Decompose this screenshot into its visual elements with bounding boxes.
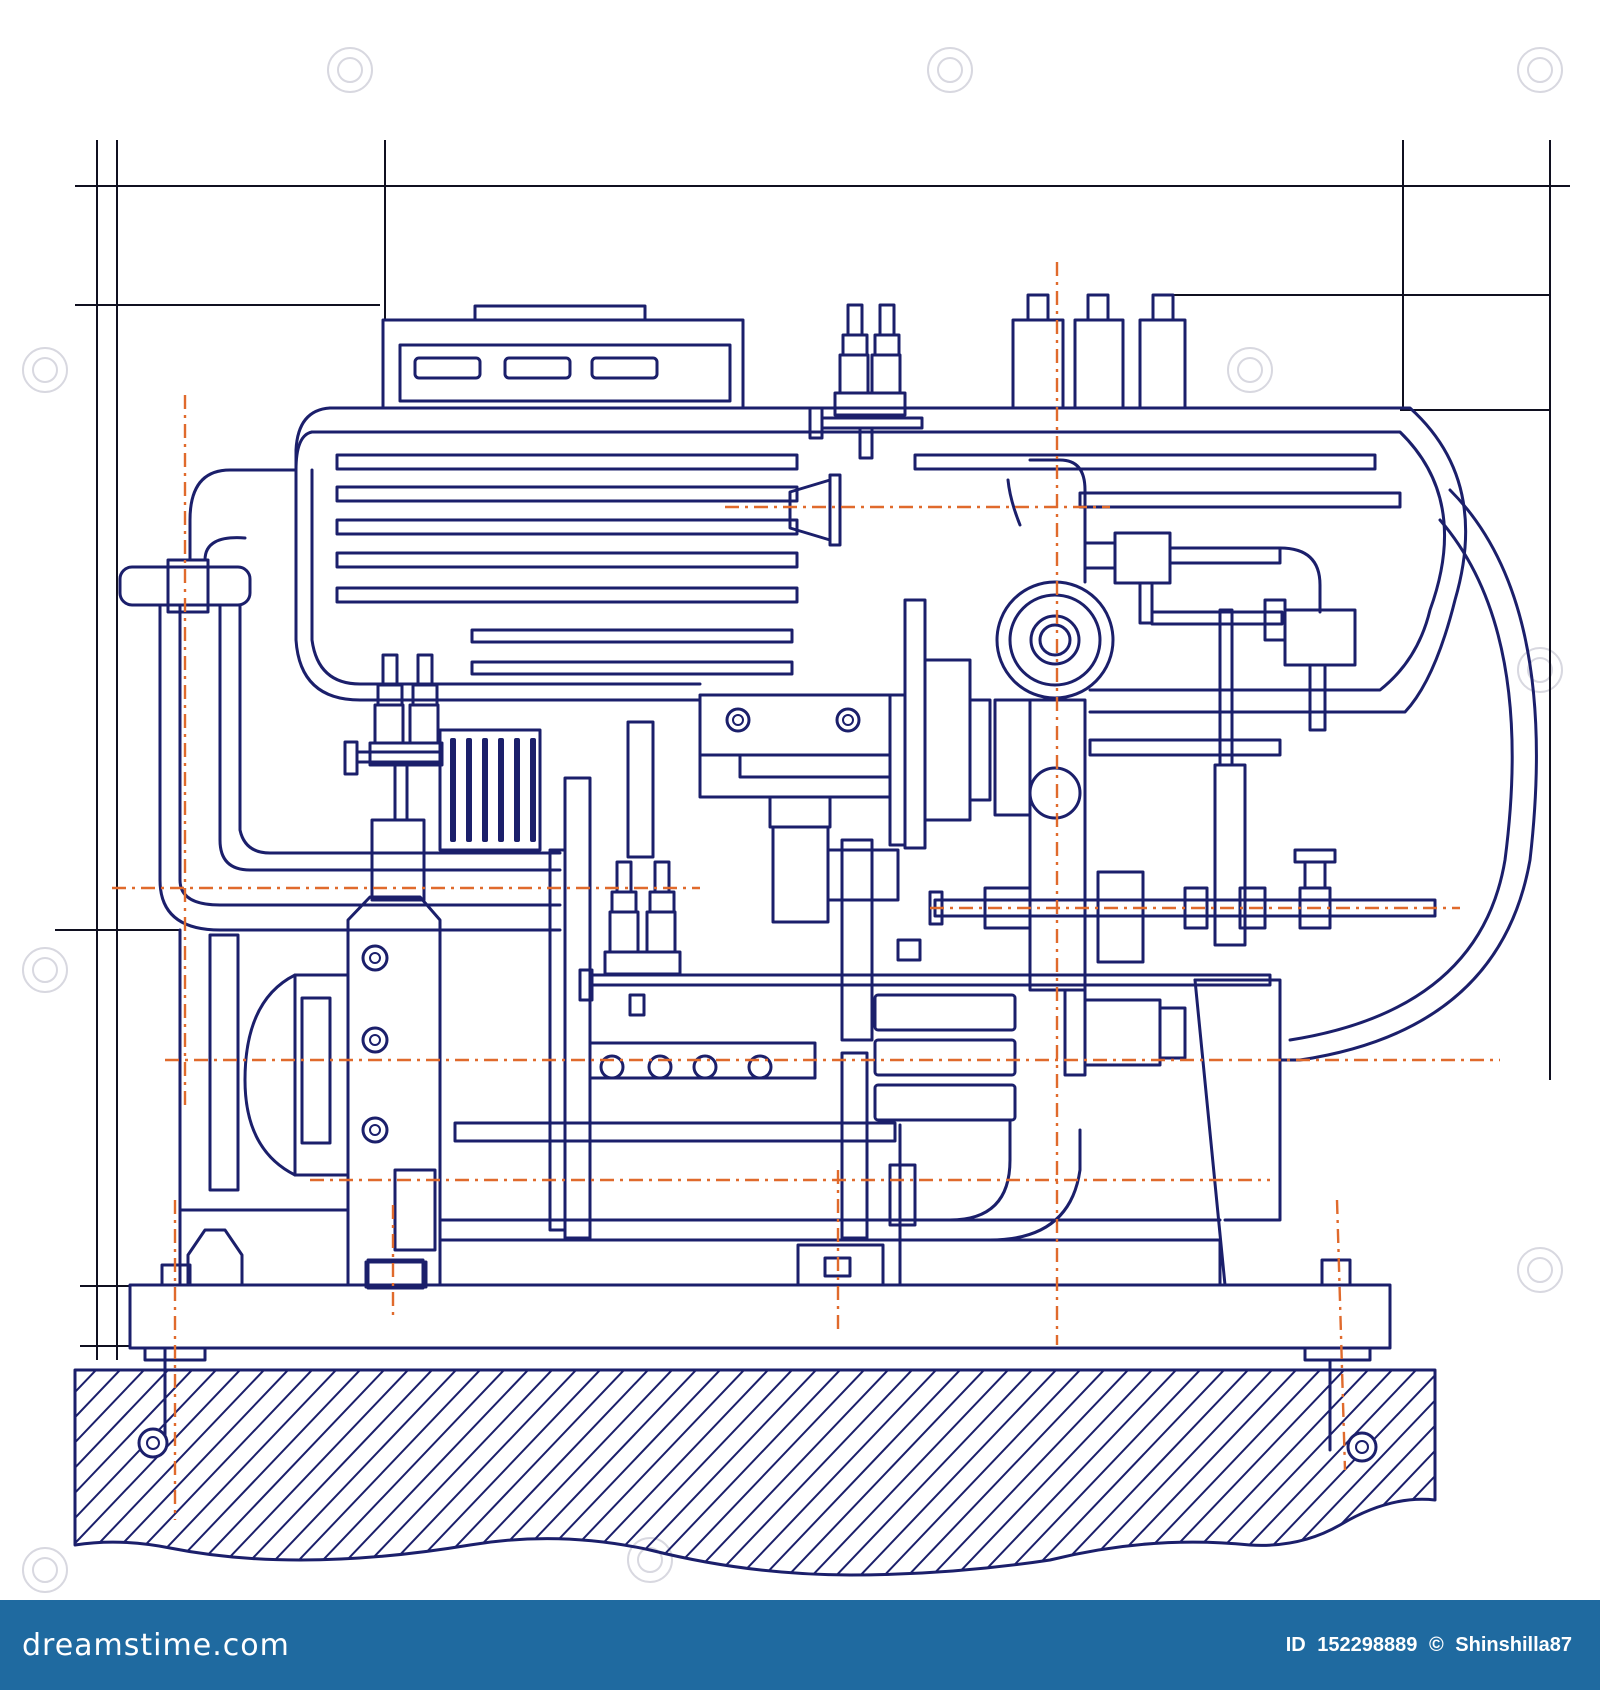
hatch-line	[231, 1370, 433, 1575]
hatch-line	[1143, 1370, 1345, 1575]
hatch-line	[759, 1370, 961, 1575]
hatch-line	[0, 1370, 72, 1580]
hatch-line	[951, 1370, 1153, 1575]
dreamstime-logo[interactable]: dreamstime.com	[22, 1627, 290, 1663]
hatch-line	[1215, 1370, 1417, 1575]
hatch-line	[783, 1370, 985, 1575]
footer-bar: dreamstime.com ID 152298889 © Shinshilla…	[0, 1600, 1600, 1690]
hatch-line	[1119, 1370, 1321, 1575]
hatch-line	[75, 1370, 121, 1575]
hatch-line	[1095, 1370, 1297, 1575]
hatch-line	[87, 1370, 289, 1575]
hatch-line	[639, 1370, 841, 1575]
main-housing	[188, 406, 1538, 1062]
base-plate	[128, 1258, 1392, 1362]
left-mount-plate	[346, 895, 442, 1290]
hatch-line	[255, 1370, 457, 1575]
center-valve-assembly	[578, 860, 682, 1017]
hatch-line	[999, 1370, 1201, 1575]
hatch-line	[303, 1370, 505, 1575]
hatch-line	[399, 1370, 601, 1575]
hatch-line	[735, 1370, 937, 1575]
hatch-line	[0, 1370, 24, 1580]
hatch-line	[903, 1370, 1105, 1575]
hatch-line	[375, 1370, 577, 1575]
control-box	[381, 304, 745, 410]
flywheel-column	[796, 1051, 902, 1287]
drive-shaft	[928, 848, 1437, 964]
hatch-line	[1359, 1370, 1435, 1575]
clamp-block	[698, 598, 992, 1042]
id-number: 152298889	[1317, 1633, 1418, 1656]
hatch-line	[615, 1370, 817, 1575]
left-valve-assembly	[343, 653, 542, 902]
hatch-line	[927, 1370, 1129, 1575]
hatch-line	[75, 1370, 193, 1575]
hatch-lines	[0, 1370, 1600, 1580]
technical-drawing	[0, 47, 1600, 1593]
copyright-icon: ©	[1428, 1633, 1444, 1656]
hatch-line	[75, 1370, 217, 1575]
hatch-line	[159, 1370, 361, 1575]
id-label: ID	[1285, 1633, 1306, 1656]
image-credit: ID 152298889 © Shinshilla87	[1280, 1634, 1572, 1657]
hatch-line	[1431, 1370, 1435, 1575]
top-valve-assembly	[788, 303, 924, 547]
hatch-line	[1167, 1370, 1369, 1575]
hatch-line	[447, 1370, 649, 1575]
hatch-line	[183, 1370, 385, 1575]
hatch-line	[687, 1370, 889, 1575]
hatch-line	[495, 1370, 697, 1575]
hatch-line	[1456, 1370, 1600, 1580]
center-lines	[112, 262, 1500, 1520]
hatch-line	[1191, 1370, 1393, 1575]
hatch-line	[1383, 1370, 1435, 1575]
right-valve-block	[1083, 531, 1357, 947]
ring-wheel	[993, 458, 1115, 992]
hatch-line	[519, 1370, 721, 1575]
hatch-line	[975, 1370, 1177, 1575]
construction-lines	[55, 140, 1570, 1360]
hatch-line	[1407, 1370, 1435, 1575]
hatch-line	[711, 1370, 913, 1575]
left-dome	[178, 928, 350, 1287]
hatch-line	[279, 1370, 481, 1575]
hatch-line	[111, 1370, 313, 1575]
hatch-line	[663, 1370, 865, 1575]
hatch-line	[1071, 1370, 1273, 1575]
hatch-line	[591, 1370, 793, 1575]
hatch-line	[1023, 1370, 1225, 1575]
hatch-line	[351, 1370, 553, 1575]
hatch-line	[207, 1370, 409, 1575]
hatch-line	[1239, 1370, 1435, 1575]
hatch-line	[135, 1370, 337, 1575]
hatch-line	[1311, 1370, 1435, 1575]
hatch-line	[75, 1370, 145, 1575]
hatch-line	[1047, 1370, 1249, 1575]
motor-block	[873, 978, 1282, 1287]
author-name[interactable]: Shinshilla87	[1455, 1633, 1572, 1656]
hatch-line	[423, 1370, 625, 1575]
hatch-line	[831, 1370, 1033, 1575]
hatch-line	[807, 1370, 1009, 1575]
cooling-fins	[335, 453, 1402, 676]
hatch-line	[879, 1370, 1081, 1575]
hatch-line	[1480, 1370, 1600, 1580]
central-frame	[438, 720, 1272, 1287]
hatch-line	[855, 1370, 1057, 1575]
left-pipes	[118, 536, 562, 932]
hatch-line	[1287, 1370, 1435, 1575]
hatch-line	[75, 1370, 241, 1575]
hatch-line	[75, 1370, 169, 1575]
watermark-icons	[22, 47, 1563, 1593]
ground-hatch	[0, 1346, 1600, 1580]
top-cylinders	[1011, 293, 1187, 410]
hatch-line	[327, 1370, 529, 1575]
